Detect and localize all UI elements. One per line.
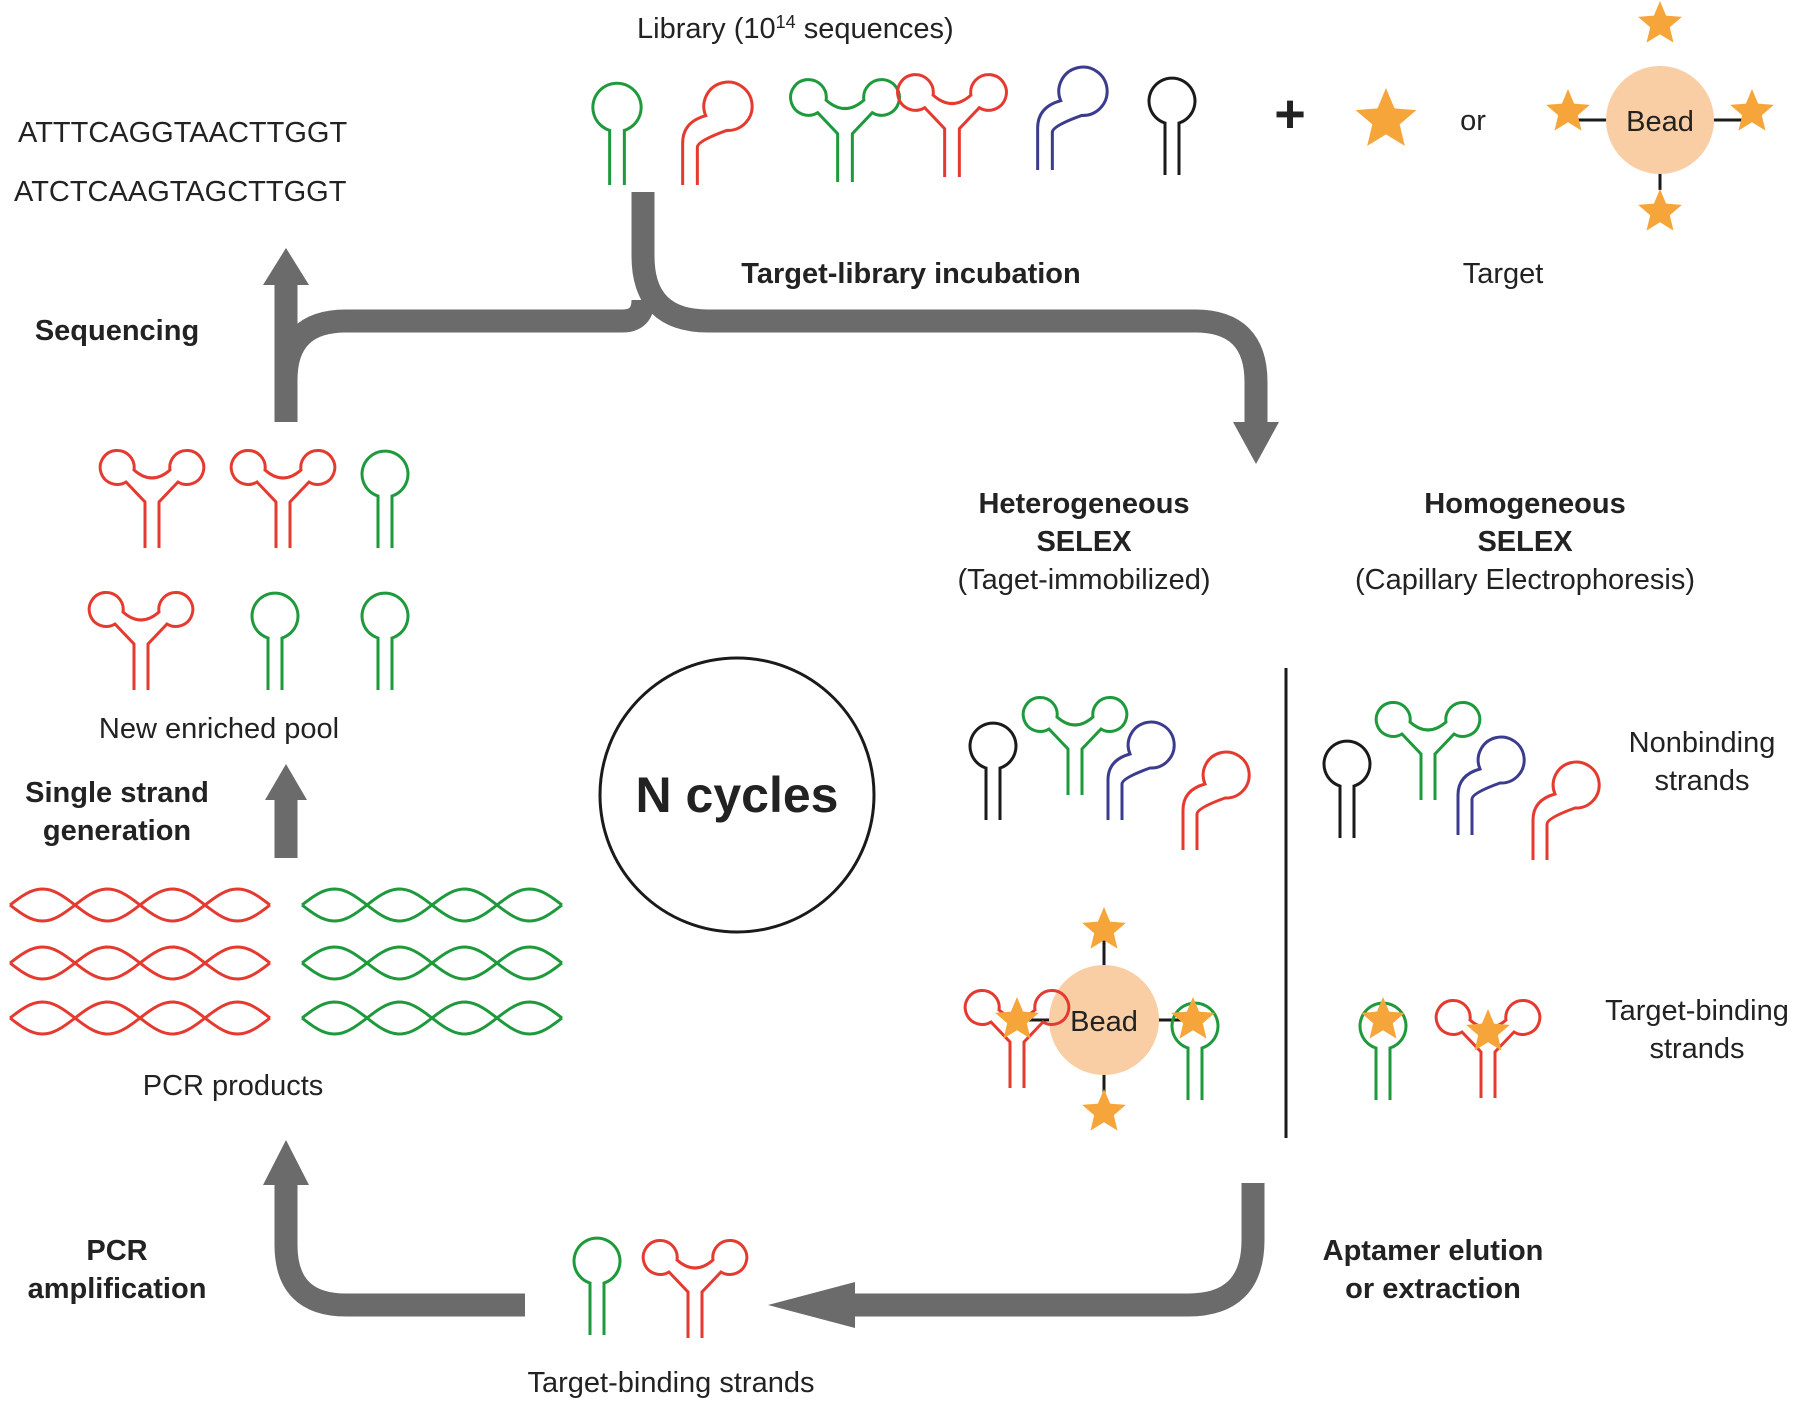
- nonbinding-label-2: strands: [1654, 765, 1749, 797]
- three-way-strand: [789, 78, 901, 182]
- three-way-strand: [1021, 696, 1129, 795]
- hetero-title-2: SELEX: [1036, 526, 1132, 558]
- single-strand-label-1: Single strand: [25, 777, 209, 809]
- hetero-subtitle: (Taget-immobilized): [957, 564, 1210, 596]
- bead-star: [1638, 1, 1682, 43]
- target-label: Target: [1463, 258, 1544, 290]
- binding-label-1: Target-binding: [1605, 995, 1789, 1027]
- bent-hairpin-strand: [1181, 750, 1251, 850]
- elution-arrow-head: [768, 1282, 855, 1328]
- sequencing-arrow-stem: [274, 299, 655, 422]
- bead-star: [1638, 189, 1682, 231]
- bead-star-icons: [1546, 1, 1774, 231]
- nonbinding-label-1: Nonbinding: [1629, 727, 1776, 759]
- bound-target-star: [1361, 997, 1405, 1039]
- pcr-label-2: amplification: [28, 1273, 207, 1305]
- hairpin-strand: [250, 591, 300, 690]
- aptamer-strands: [87, 65, 1601, 1338]
- three-way-strand: [641, 1239, 749, 1338]
- dna-strand: [9, 1000, 271, 1036]
- plus-sign: +: [1274, 84, 1306, 144]
- three-way-strand: [229, 449, 337, 548]
- target-bead: Bead: [1546, 1, 1774, 231]
- three-way-strand: [87, 591, 195, 690]
- elution-label-1: Aptamer elution: [1323, 1235, 1544, 1267]
- bead-sphere: [1606, 66, 1714, 174]
- three-way-strand: [896, 73, 1008, 177]
- hetero-star-icons: [1082, 907, 1126, 1131]
- hairpin-strand: [968, 721, 1018, 820]
- pcr-label-1: PCR: [86, 1235, 147, 1267]
- bound-target-star: [1171, 997, 1215, 1039]
- hairpin-strand: [360, 449, 410, 548]
- hairpin-strand: [360, 591, 410, 690]
- dna-strand: [9, 887, 271, 923]
- bent-hairpin-strand: [1456, 735, 1526, 835]
- homo-title-2: SELEX: [1477, 526, 1573, 558]
- hetero-bead-star: [1082, 1089, 1126, 1131]
- pcr-double-strands: [9, 887, 563, 1036]
- dna-strand: [9, 945, 271, 981]
- bead-star: [1546, 89, 1590, 131]
- homo-subtitle: (Capillary Electrophoresis): [1355, 564, 1695, 596]
- hetero-bead: Bead: [1012, 907, 1196, 1131]
- hetero-title-1: Heterogeneous: [978, 488, 1189, 520]
- pcr-products-label: PCR products: [143, 1070, 324, 1102]
- bent-hairpin-strand: [681, 80, 754, 185]
- target-binding-bottom-label: Target-binding strands: [528, 1367, 815, 1399]
- bound-target-star: [995, 997, 1039, 1039]
- single-strand-arrow-head: [265, 764, 307, 800]
- three-way-strand: [98, 449, 206, 548]
- hairpin-strand: [572, 1236, 622, 1335]
- binding-label-2: strands: [1649, 1033, 1744, 1065]
- cycle-arrows: [274, 192, 1268, 1317]
- hetero-bead-sphere: [1049, 965, 1159, 1075]
- or-label: or: [1460, 105, 1486, 137]
- pcr-arrow-head: [263, 1140, 309, 1185]
- bead-star: [1730, 89, 1774, 131]
- hairpin-strand: [1147, 76, 1197, 175]
- bound-target-star: [1466, 1009, 1510, 1051]
- incubation-label: Target-library incubation: [741, 258, 1080, 290]
- pcr-arrow-stem: [274, 1180, 525, 1317]
- hetero-bead-label: Bead: [1070, 1006, 1138, 1038]
- elution-label-2: or extraction: [1345, 1273, 1521, 1305]
- homo-title-1: Homogeneous: [1424, 488, 1625, 520]
- incubation-arrow-stem: [631, 192, 1268, 425]
- arrow-heads: [263, 248, 1279, 1328]
- bead-label: Bead: [1626, 106, 1694, 138]
- elution-arrow-stem: [850, 1183, 1265, 1317]
- target-star-icon: [1355, 88, 1417, 146]
- sequence-1: ATTTCAGGTAACTTGGT: [18, 117, 347, 149]
- bound-star-icons: [995, 997, 1510, 1051]
- three-way-strand: [1374, 701, 1482, 800]
- hetero-bead-star: [1082, 907, 1126, 949]
- sequencing-arrow-head: [263, 248, 309, 285]
- incubation-arrow-head: [1233, 422, 1279, 464]
- hairpin-strand: [591, 81, 643, 185]
- dna-strand: [301, 945, 563, 981]
- single-strand-label-2: generation: [43, 815, 191, 847]
- hairpin-strand: [1322, 739, 1372, 838]
- bent-hairpin-strand: [1106, 720, 1176, 820]
- sequencing-label: Sequencing: [35, 315, 199, 347]
- target-star: [1355, 88, 1417, 146]
- dna-strand: [301, 887, 563, 923]
- library-label: Library (1014 sequences): [637, 12, 954, 45]
- bent-hairpin-strand: [1531, 760, 1601, 860]
- cycle-label: N cycles: [636, 767, 839, 823]
- sequence-2: ATCTCAAGTAGCTTGGT: [14, 176, 347, 208]
- cycle-circle: [598, 656, 876, 934]
- bent-hairpin-strand: [1036, 65, 1109, 170]
- enriched-pool-label: New enriched pool: [99, 713, 339, 745]
- dna-strand: [301, 1000, 563, 1036]
